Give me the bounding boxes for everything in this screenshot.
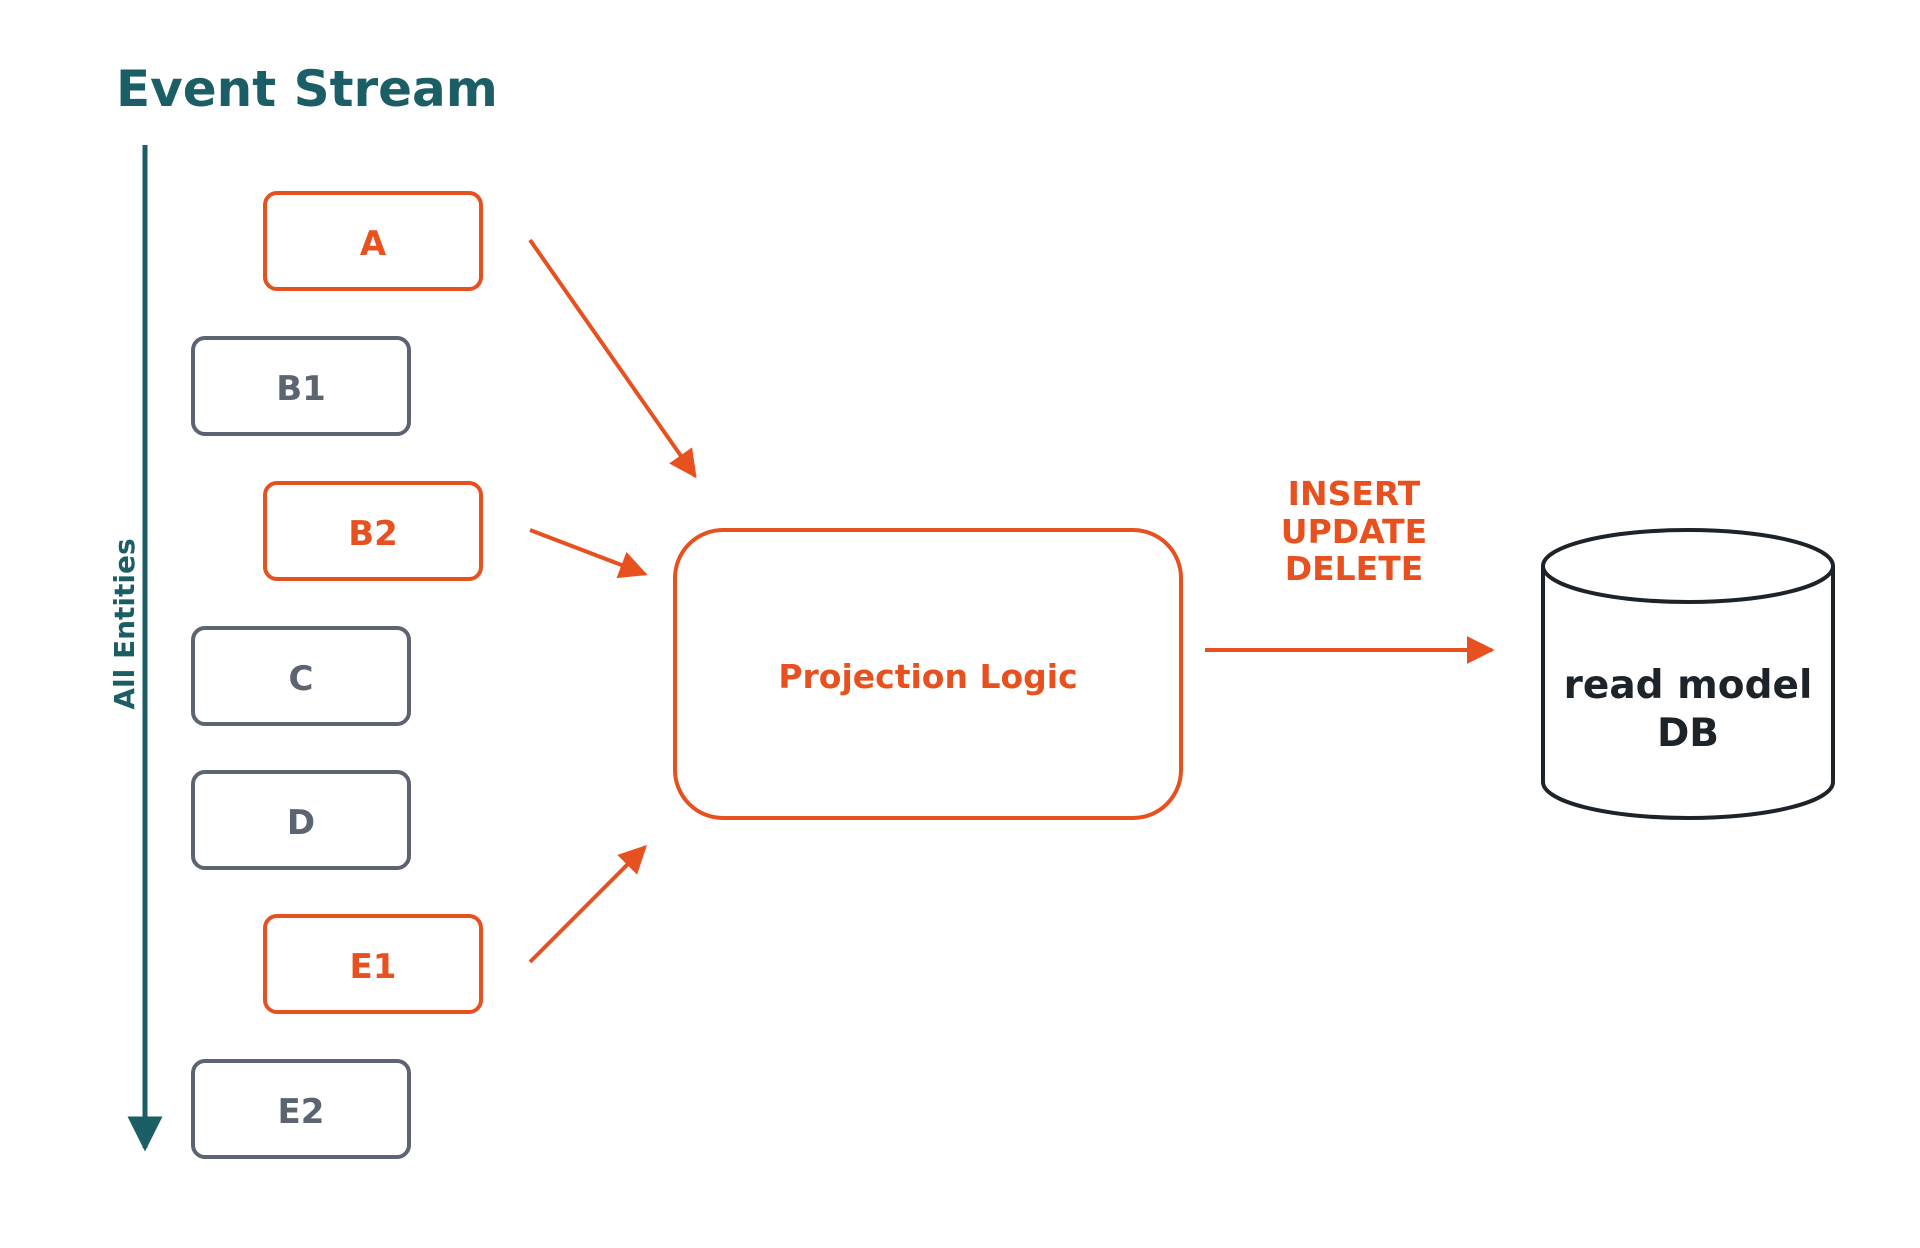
event-label-c: C bbox=[289, 659, 314, 699]
arrow-b2-to-projection bbox=[529, 528, 648, 579]
operation-delete: DELETE bbox=[1285, 549, 1424, 588]
event-box-e2-frame bbox=[191, 1059, 411, 1159]
database-body bbox=[1541, 566, 1835, 820]
diagram-title: Event Stream bbox=[116, 60, 498, 118]
event-box-d-frame bbox=[191, 770, 411, 870]
database-label-line1: read model bbox=[1564, 663, 1813, 708]
projection-logic-box: Projection Logic bbox=[673, 528, 1183, 820]
event-label-e1: E1 bbox=[350, 947, 397, 987]
event-box-b2-frame bbox=[263, 481, 483, 581]
event-box-b1-frame bbox=[191, 336, 411, 436]
event-label-d: D bbox=[287, 803, 315, 843]
operation-insert: INSERT bbox=[1288, 474, 1421, 513]
event-box-b2: B2 bbox=[263, 481, 483, 581]
projection-logic-label: Projection Logic bbox=[778, 657, 1077, 696]
arrow-a-to-projection bbox=[528, 238, 697, 479]
event-box-d: D bbox=[191, 770, 411, 870]
event-box-a-frame bbox=[263, 191, 483, 291]
event-label-b1: B1 bbox=[276, 369, 326, 409]
event-label-b2: B2 bbox=[348, 514, 398, 554]
event-box-b1: B1 bbox=[191, 336, 411, 436]
operation-update: UPDATE bbox=[1281, 512, 1427, 551]
projection-logic-frame bbox=[673, 528, 1183, 820]
database-cylinder-icon: read model DB bbox=[1541, 528, 1835, 820]
event-box-c: C bbox=[191, 626, 411, 726]
database-label-line2: DB bbox=[1657, 711, 1719, 756]
event-label-e2: E2 bbox=[278, 1092, 325, 1132]
event-box-e2: E2 bbox=[191, 1059, 411, 1159]
arrow-e1-to-projection bbox=[528, 845, 647, 964]
axis-label: All Entities bbox=[108, 538, 141, 709]
database-top bbox=[1541, 528, 1835, 604]
event-box-e1-frame bbox=[263, 914, 483, 1014]
event-label-a: A bbox=[360, 224, 387, 264]
event-box-e1: E1 bbox=[263, 914, 483, 1014]
operations-label: INSERT UPDATE DELETE bbox=[1281, 474, 1427, 588]
event-box-c-frame bbox=[191, 626, 411, 726]
event-box-a: A bbox=[263, 191, 483, 291]
